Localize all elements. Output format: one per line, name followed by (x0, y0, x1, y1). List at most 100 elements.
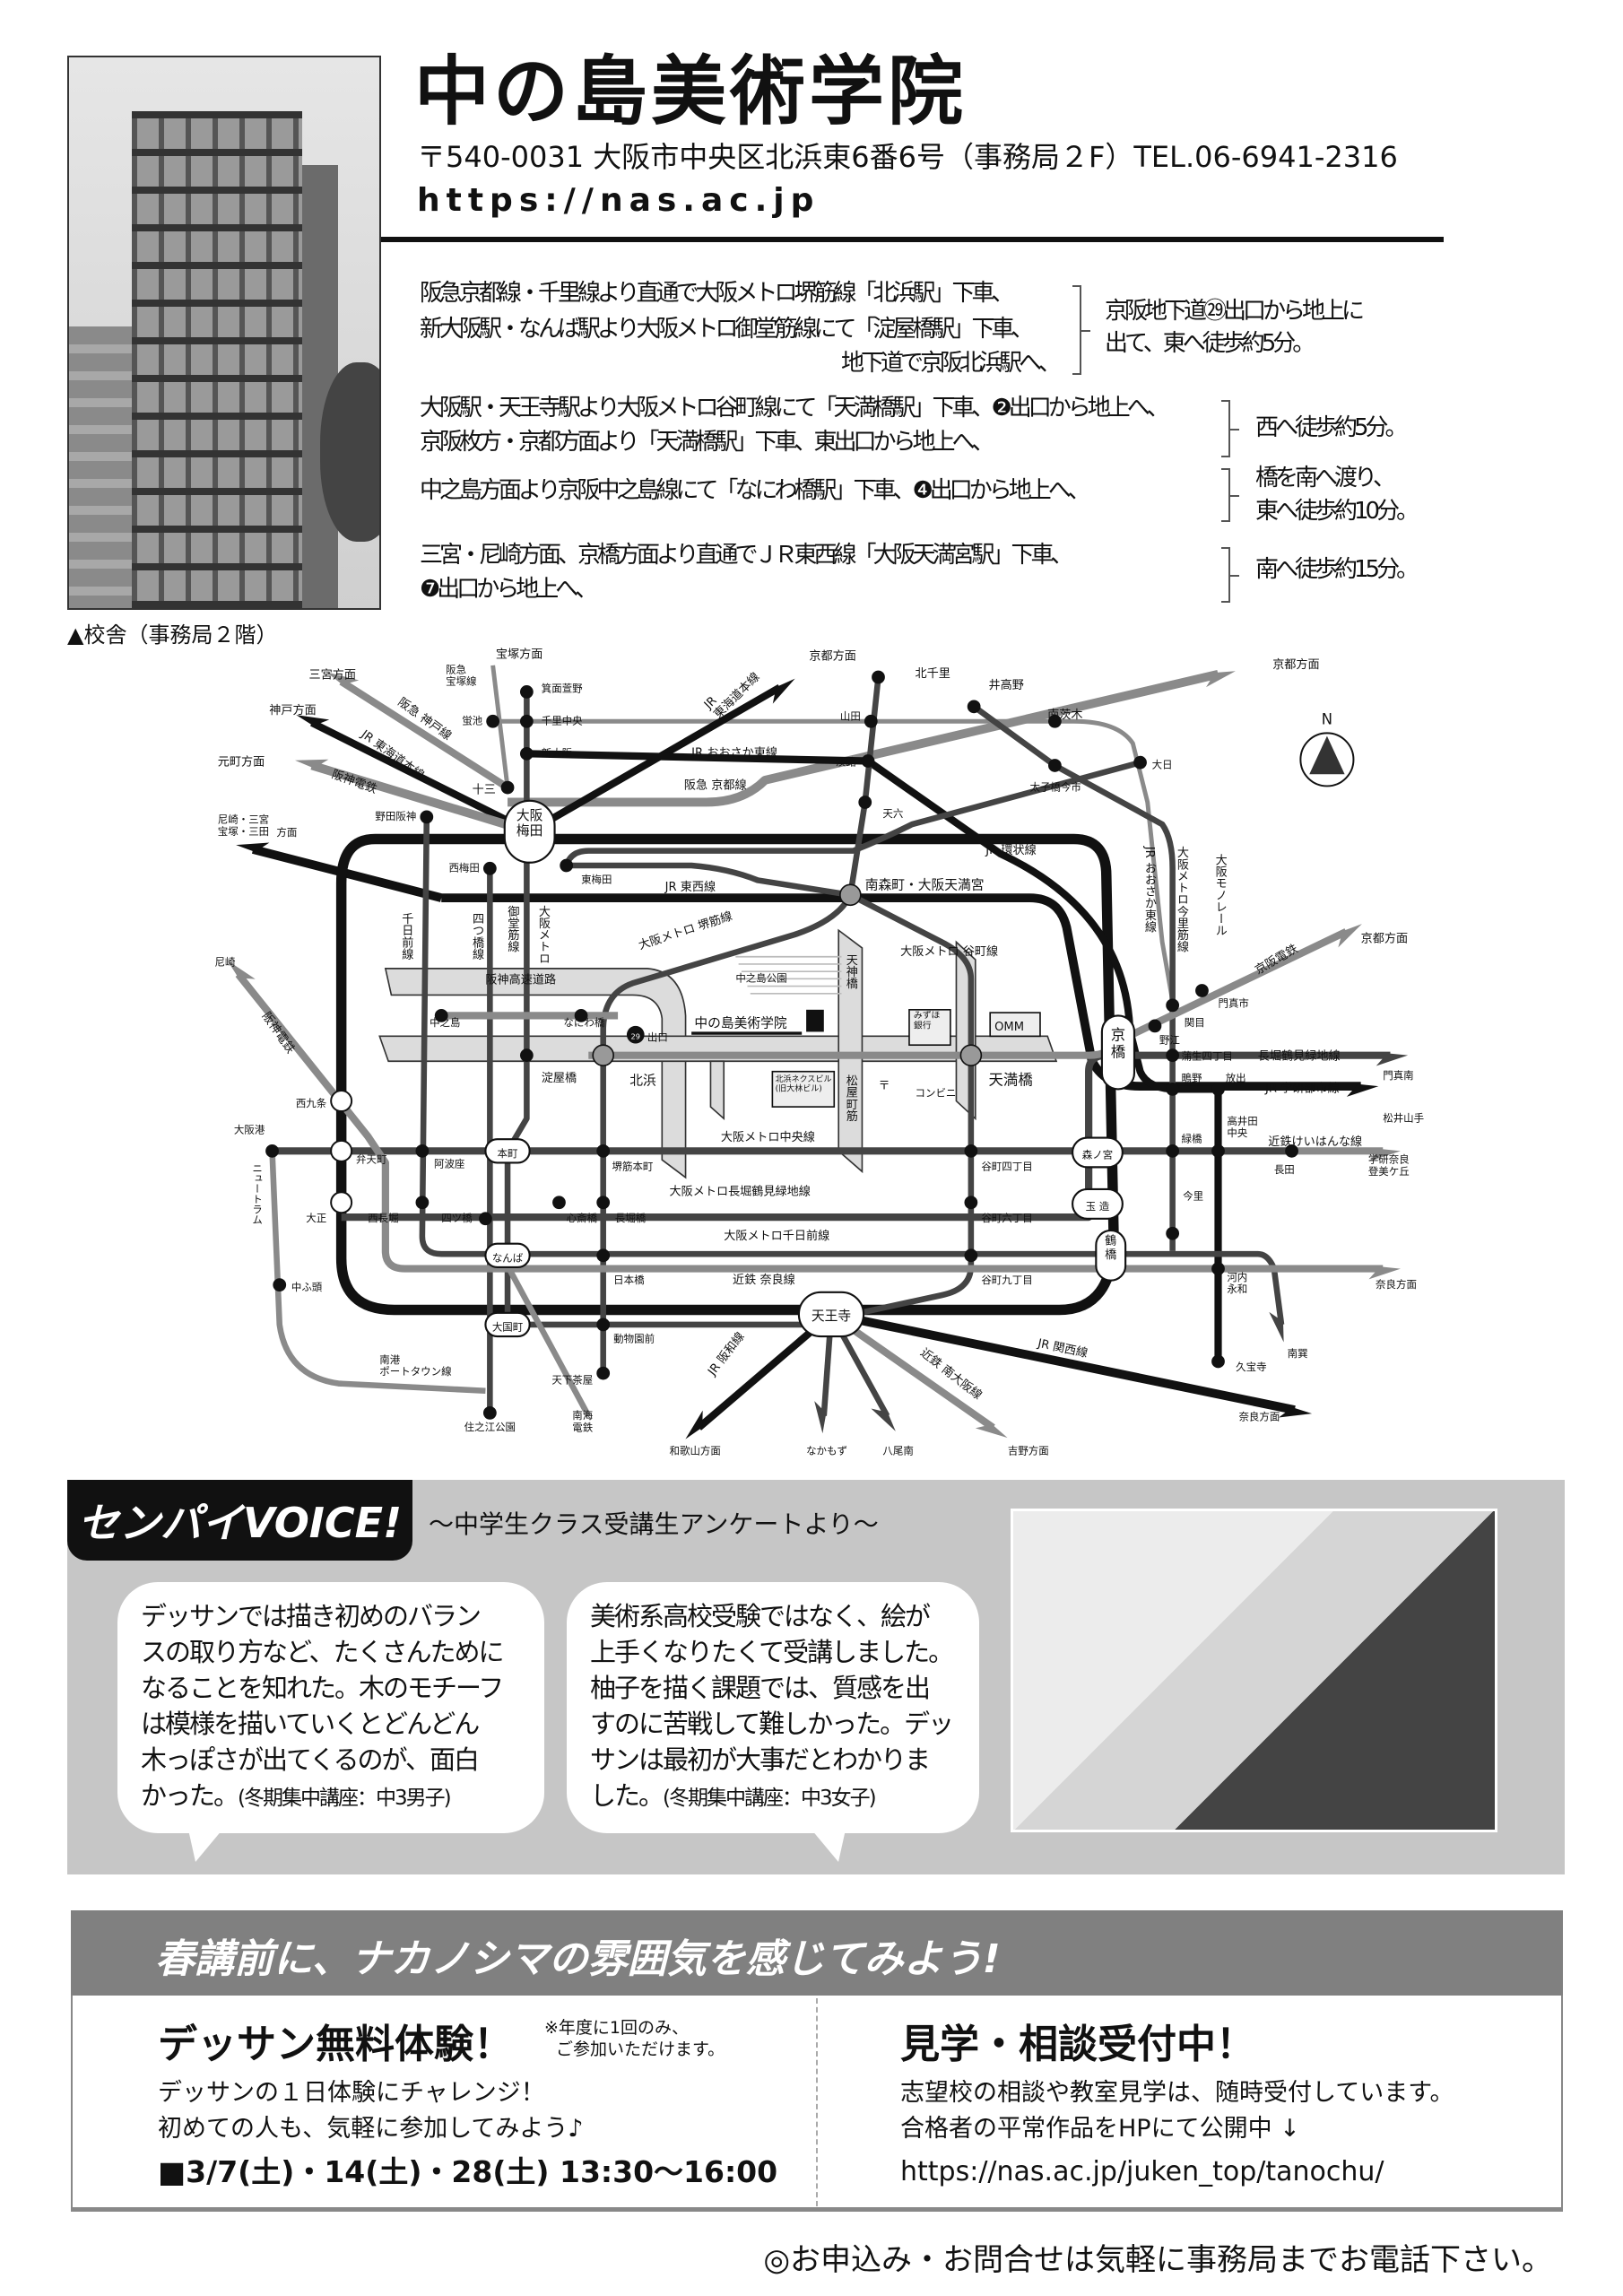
map-label-line: 玉 造 (1086, 1200, 1110, 1213)
map-label-amagasaki: 尼崎 (215, 956, 236, 969)
bubble-text: かった。 (141, 1780, 239, 1811)
map-label-naraE: 奈良方面 (1376, 1278, 1417, 1291)
map-label-line: 天六 (882, 807, 903, 820)
station-dot (482, 861, 497, 875)
map-label-jrTozai: JR 東西線 (664, 880, 716, 894)
map-label-senri: 千里中央 (542, 715, 583, 727)
map-label-line: 学研奈良 (1368, 1153, 1410, 1166)
student-drawing-photo (1011, 1509, 1497, 1832)
transfer-station (592, 1044, 614, 1066)
map-label-wakayama: 和歌山方面 (670, 1444, 721, 1457)
map-label-line: 神戸方面 (269, 703, 316, 718)
map-label-nipponbashi: 日本橋 (613, 1274, 645, 1286)
access-line: 京阪枚方・京都方面より「天満橋駅」下車、東出口から地上へ、 (420, 429, 994, 456)
map-label-suminoe: 住之江公園 (464, 1421, 516, 1433)
map-label-yoshino: 吉野方面 (1008, 1444, 1049, 1457)
map-label-line: 宝塚・三田 (218, 825, 269, 838)
map-label-tani6: 谷町六丁目 (981, 1212, 1032, 1224)
promo-headline: 春講前に、ナカノシマの雰囲気を感じてみよう! (71, 1910, 1563, 1996)
speech-bubble-1: デッサンでは描き初めのバラン スの取り方など、たくさんために なることを知れた。… (117, 1582, 544, 1833)
map-label-nakamozu: なかもず (806, 1444, 847, 1457)
map-label-line: 北浜 (629, 1073, 656, 1088)
map-label-line: 方面 (276, 826, 297, 839)
monorail-line (492, 718, 1176, 1002)
map-label-line: 大阪メトロ (536, 905, 551, 964)
school-building-photo (67, 56, 381, 610)
station-dot (1211, 1083, 1225, 1096)
bubble-tail (188, 1830, 222, 1862)
map-label-line: 高井田 (1227, 1115, 1257, 1127)
station-dot (1211, 1354, 1225, 1369)
map-label-midoribashi: 緑橋 (1181, 1132, 1202, 1144)
station-capsule (484, 1138, 531, 1164)
station-dot (479, 1212, 492, 1226)
station-dot (1211, 1262, 1225, 1275)
station-dot (1148, 1019, 1162, 1033)
station-capsule (484, 1311, 531, 1338)
map-label-line: 四つ橋線 (470, 913, 484, 961)
map-label-metroV: 大阪メトロ (536, 905, 551, 964)
map-label-tani9: 谷町九丁目 (981, 1274, 1032, 1286)
map-label-line: 今里 (1183, 1189, 1203, 1202)
expressway (838, 928, 864, 1174)
map-label-line: 大阪港 (234, 1124, 265, 1136)
map-label-taisho: 大正 (306, 1212, 326, 1224)
map-label-line: 住之江公園 (464, 1421, 516, 1433)
map-label-line: 野田阪神 (375, 810, 416, 822)
map-label-line: なんば (492, 1251, 524, 1264)
jr-station (330, 1090, 353, 1113)
map-label-line: 中ふ頭 (291, 1281, 323, 1293)
speech-bubble-2: 美術系高校受験ではなく、絵が 上手くなりたくて受講しました。 柚子を描く課題では… (567, 1582, 979, 1833)
map-label-line: 河内 (1227, 1271, 1247, 1283)
map-label-bentencho: 弁天町 (356, 1152, 387, 1165)
station-dot (1166, 1226, 1180, 1240)
map-label-line: 八尾南 (882, 1444, 913, 1457)
station-capsule (503, 799, 556, 864)
map-label-noda: 野田阪神 (375, 810, 416, 822)
nexbldg-box (771, 1070, 836, 1108)
map-label-line: 大阪メトロ長堀鶴見緑地線 (670, 1185, 811, 1199)
bubble-text: 木っぽさが出てくるのが、面白 (141, 1744, 480, 1775)
map-label-yodoyabashi: 淀屋橋 (542, 1071, 577, 1085)
map-label-nagahoriE: 長堀鶴見緑地線 (1258, 1049, 1341, 1064)
station-dot (574, 1008, 588, 1022)
map-label-hwy: 阪神高速道路 (485, 971, 556, 987)
map-label-line: なにわ橋 (563, 1016, 604, 1029)
transfer-station (959, 1044, 983, 1066)
map-label-line: 堺筋本町 (612, 1161, 654, 1173)
map-label-tanimachi: 大阪メトロ 谷町線 (900, 944, 998, 959)
map-label-line: 大阪メトロ千日前線 (724, 1228, 829, 1243)
map-label-line: 永和 (1227, 1283, 1247, 1295)
map-label-line: 谷町九丁目 (981, 1274, 1032, 1286)
trial-note: ※年度に1回のみ、 (544, 2018, 690, 2038)
website-link[interactable]: https://nas.ac.jp (417, 182, 820, 219)
map-label-kyobashi: 京橋 (1111, 1026, 1125, 1060)
trial-text: デッサンの１日体験にチャレンジ！ (158, 2079, 545, 2107)
station-dot (1166, 1048, 1180, 1063)
station-dot (596, 1196, 611, 1210)
access-line: 新大阪駅・なんば駅より大阪メトロ御堂筋線にて「淀屋橋駅」下車、 (420, 316, 1034, 343)
map-label-line: 天王寺 (812, 1309, 851, 1324)
access-line: ❼出口から地上へ、 (420, 576, 598, 603)
newtram-line (269, 1151, 486, 1395)
map-label-motomachi: 元町方面 (218, 754, 265, 769)
map-label-line: 尼崎 (215, 956, 236, 969)
map-label-nanko: 南港ポートタウン線 (379, 1353, 452, 1378)
map-label-line: 動物園前 (613, 1333, 655, 1345)
bracket (1221, 468, 1239, 522)
map-label-line: 南港 (379, 1353, 400, 1366)
map-label-line: 中之島 (430, 1016, 460, 1029)
bubble-text: 美術系高校受験ではなく、絵が (590, 1601, 931, 1631)
map-label-line: JR 環状線 (985, 843, 1036, 857)
works-link[interactable]: https://nas.ac.jp/juken_top/tanochu/ (900, 2156, 1384, 2187)
consultation-text: 志望校の相談や教室見学は、随時受付しています。 (900, 2079, 1454, 2107)
map-label-tengachaya: 天下茶屋 (551, 1374, 593, 1387)
map-label-line: 東梅田 (581, 874, 612, 886)
access-result: 西へ徒歩約5分。 (1255, 414, 1409, 441)
map-label-sakaisuji: 大阪メトロ 堺筋線 (637, 908, 734, 952)
senpai-voice-tab: センパイVOICE! (67, 1480, 412, 1561)
map-label-line: JR おおさか東線 (1142, 846, 1157, 933)
bubble-text: は模様を描いていくとどんどん (141, 1709, 480, 1739)
map-label-line: 銀行 (914, 1019, 932, 1031)
exit-29-badge (626, 1025, 645, 1044)
